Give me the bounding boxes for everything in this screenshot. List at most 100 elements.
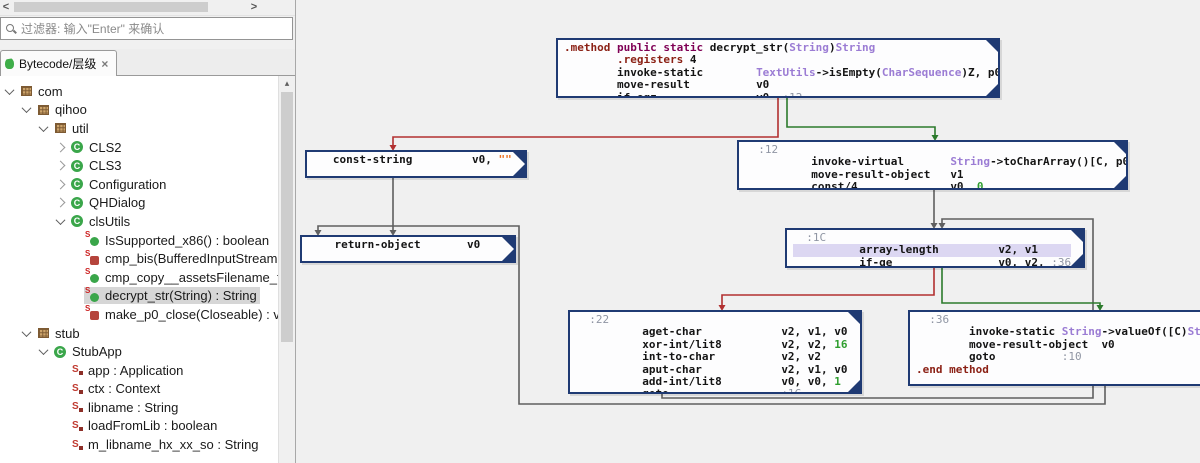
edge-36-to-return-arrowhead [314, 230, 322, 236]
tab-bytecode-hierarchy[interactable]: Bytecode/层级 × [0, 50, 118, 76]
code-line: .end method [916, 362, 989, 376]
basic-block-b22[interactable]: :22 aget-char v2, v1, v0 xor-int/lit8 v2… [568, 310, 862, 394]
expander-closed-icon[interactable] [55, 142, 66, 153]
basic-block-conststr[interactable]: const-string v0, "" [305, 150, 527, 178]
method-public-icon: S [85, 231, 101, 247]
filter-placeholder: 过滤器: 输入"Enter" 来确认 [21, 22, 165, 36]
edge-entry-taken [786, 98, 936, 135]
edge-1C-fallthrough-arrowhead [718, 305, 726, 311]
scroll-left-icon[interactable]: < [2, 1, 10, 13]
code-line: :1C [793, 231, 827, 244]
code-line: return-object v0 [308, 238, 481, 251]
package-icon [37, 326, 51, 340]
left-panel: < > 过滤器: 输入"Enter" 来确认 Bytecode/层级 × com… [0, 0, 296, 463]
tree-item-label: Configuration [89, 176, 167, 192]
scrollbar-thumb[interactable] [14, 2, 208, 12]
edge-1C-fallthrough [721, 268, 935, 305]
class-icon: C [54, 345, 68, 359]
tree-item-label: QHDialog [89, 195, 146, 211]
expander-open-icon[interactable] [21, 326, 32, 337]
basic-block-retobj[interactable]: return-object v0 [300, 235, 516, 263]
tree-item-label: qihoo [55, 102, 87, 118]
edge-entry-fallthrough-arrowhead [389, 145, 397, 151]
code-line: .registers 4 [616, 53, 697, 67]
basic-block-entry[interactable]: .method public static decrypt_str(String… [556, 38, 1000, 98]
no-expander [74, 256, 80, 262]
scroll-right-icon[interactable]: > [250, 1, 258, 13]
basic-block-b1C[interactable]: :1C array-length v2, v1 if-ge v0, v2, :3… [785, 228, 1085, 268]
method-private-icon: S [85, 305, 101, 321]
edge-12-to-1C-arrowhead [930, 223, 938, 229]
no-expander [57, 423, 63, 429]
horizontal-scrollbar[interactable]: < > [0, 0, 295, 16]
class-icon: C [71, 214, 85, 228]
package-icon [20, 84, 34, 98]
expander-closed-icon[interactable] [55, 197, 66, 208]
code-line: goto :10 [916, 350, 1082, 364]
code-line: :36 [916, 313, 950, 326]
basic-block-b36[interactable]: :36 invoke-static String->valueOf([C)Str… [908, 310, 1200, 386]
class-icon: C [71, 159, 85, 173]
tree-item-label: util [72, 120, 89, 136]
code-line: move-result v0 [564, 78, 770, 92]
code-line: goto :1C [576, 387, 802, 394]
tree-item-util[interactable]: util [0, 119, 279, 138]
tree-item-label: com [38, 83, 63, 99]
scrollbar-thumb[interactable] [281, 92, 293, 342]
expander-open-icon[interactable] [21, 103, 32, 114]
method-public-icon: S [85, 287, 101, 303]
no-expander [74, 311, 80, 317]
tree-item-stub[interactable]: stub [0, 324, 279, 343]
code-line: invoke-virtual String->toCharArray()[C, … [745, 155, 1128, 169]
code-line: int-to-char v2, v2 [576, 350, 822, 364]
expander-open-icon[interactable] [38, 345, 49, 356]
tree-item-com[interactable]: com [0, 82, 279, 101]
tree-item-label: cmp_bis(BufferedInputStream, I [105, 251, 279, 267]
class-icon: C [71, 140, 85, 154]
close-icon[interactable]: × [101, 56, 109, 71]
tree-item-label: decrypt_str(String) : String [105, 288, 257, 304]
tree-item-qihoo[interactable]: qihoo [0, 101, 279, 120]
no-expander [74, 293, 80, 299]
filter-input[interactable]: 过滤器: 输入"Enter" 来确认 [0, 17, 293, 40]
expander-open-icon[interactable] [55, 215, 66, 225]
code-line: add-int/lit8 v0, v0, 1 [576, 374, 841, 388]
code-line: move-result-object v0 [916, 337, 1115, 351]
expander-open-icon[interactable] [38, 122, 49, 133]
tree-item-label: make_p0_close(Closeable) : void [105, 306, 279, 322]
edge-conststr-to-return-arrowhead [389, 230, 397, 236]
tree-item-label: loadFromLib : boolean [88, 418, 218, 434]
code-line: const-string v0, "" [313, 153, 512, 166]
search-icon [5, 23, 17, 35]
scroll-up-icon[interactable]: ▴ [284, 78, 290, 88]
expander-closed-icon[interactable] [55, 160, 66, 171]
method-public-icon: S [85, 268, 101, 284]
edge-entry-fallthrough [392, 98, 779, 145]
vertical-scrollbar[interactable]: ▴ [278, 76, 295, 463]
no-expander [57, 404, 63, 410]
expander-closed-icon[interactable] [55, 179, 66, 190]
code-line: array-length v2, v1 [793, 244, 1072, 257]
expander-open-icon[interactable] [4, 84, 15, 95]
field-static-icon: S [70, 382, 84, 396]
basic-block-b12[interactable]: :12 invoke-virtual String->toCharArray()… [737, 140, 1128, 190]
tree-item-label: IsSupported_x86() : boolean [105, 232, 270, 248]
